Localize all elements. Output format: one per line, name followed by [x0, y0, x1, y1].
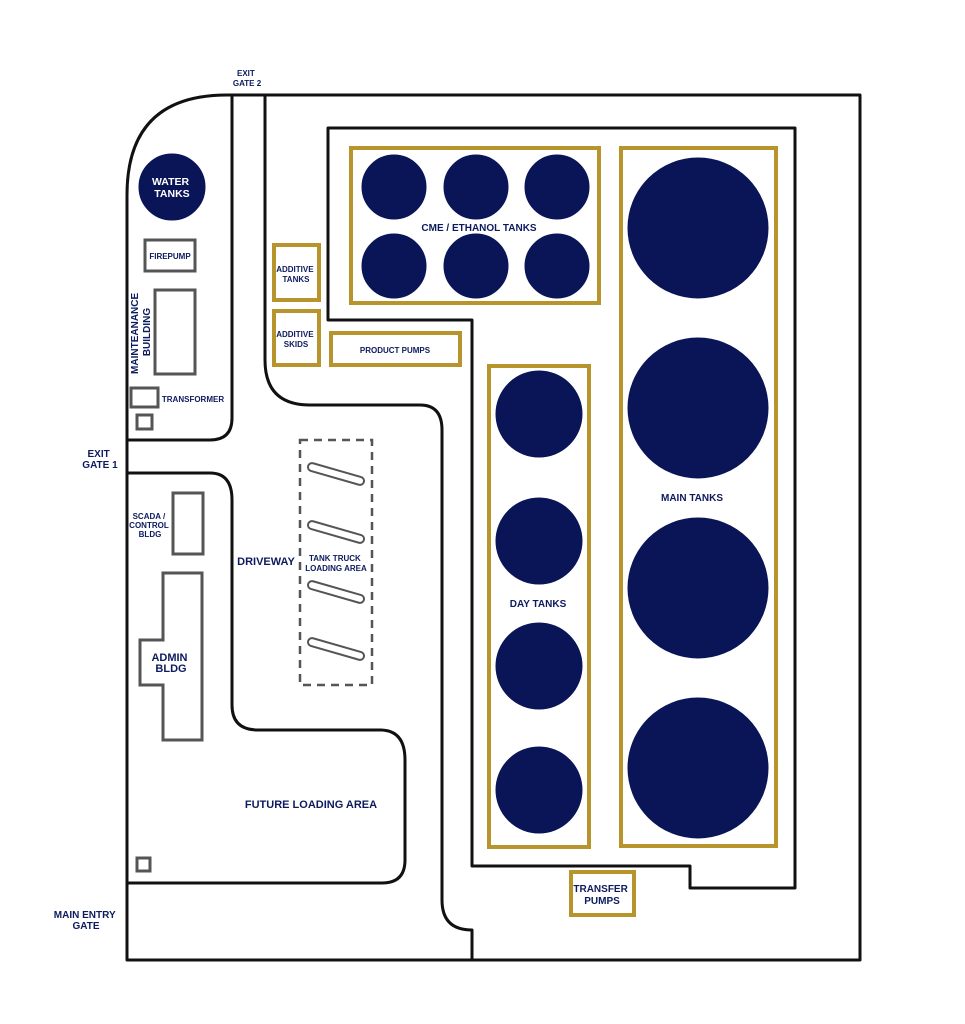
scada-control-building: [171, 491, 205, 556]
main-tank: [627, 697, 769, 839]
main-tanks: [627, 157, 769, 839]
main-entry-gate-label: MAIN ENTRY GATE: [54, 910, 118, 932]
driveway-inner-edge: [263, 95, 474, 960]
cme-ethanol-tank: [443, 154, 509, 220]
loading-bay: [306, 462, 366, 486]
day-tank: [495, 497, 583, 585]
transformer-label: TRANSFORMER: [162, 395, 224, 404]
maintenance-building: [153, 288, 197, 376]
firepump-label: FIREPUMP: [149, 252, 191, 261]
additive-tanks-label: ADDITIVE TANKS: [276, 265, 316, 284]
loading-bay: [306, 580, 366, 604]
transformer-small-box: [135, 413, 154, 431]
main-tank: [627, 517, 769, 659]
loading-bay: [306, 637, 366, 661]
cme-ethanol-tanks-label: CME / ETHANOL TANKS: [421, 223, 537, 234]
day-tank: [495, 622, 583, 710]
transfer-pumps-area: [569, 870, 636, 917]
exit-gate-2-label: EXIT GATE 2: [233, 69, 262, 88]
maintenance-building-label: MAINTEANANCE BUILDING: [130, 290, 153, 374]
main-tank: [627, 337, 769, 479]
main-tanks-label: MAIN TANKS: [661, 493, 723, 504]
loading-bays: [306, 462, 366, 661]
tank-truck-loading-area: [298, 438, 374, 687]
transfer-pumps-label: TRANSFER PUMPS: [573, 884, 630, 907]
water-tanks-label: WATER TANKS: [152, 176, 192, 200]
day-tanks: [495, 370, 583, 834]
admin-building: [138, 571, 204, 742]
entry-small-box: [135, 856, 152, 873]
admin-zone-outline: [127, 471, 407, 885]
exit-gate-1-label: EXIT GATE 1: [82, 449, 118, 471]
tank-truck-loading-area-label: TANK TRUCK LOADING AREA: [305, 554, 367, 573]
tank-farm-boundary: [326, 126, 797, 890]
water-tank: [138, 153, 206, 221]
driveway-label: DRIVEWAY: [237, 556, 295, 568]
firepump-building: [143, 238, 197, 273]
site-boundary: [125, 93, 862, 962]
additive-skids-label: ADDITIVE SKIDS: [276, 330, 316, 349]
transformer-building: [129, 386, 160, 409]
additive-tanks-area: [272, 243, 321, 302]
day-tank: [495, 370, 583, 458]
cme-ethanol-tank: [524, 154, 590, 220]
future-loading-area-label: FUTURE LOADING AREA: [245, 799, 377, 811]
maintenance-zone-outline: [127, 95, 234, 442]
product-pumps-label: PRODUCT PUMPS: [360, 346, 431, 355]
day-tank: [495, 746, 583, 834]
loading-bay: [306, 520, 366, 544]
day-tanks-label: DAY TANKS: [510, 599, 567, 610]
product-pumps-area: [329, 331, 462, 367]
scada-label: SCADA / CONTROL BLDG: [129, 512, 171, 539]
cme-ethanol-tank: [361, 154, 427, 220]
cme-ethanol-tanks: [361, 154, 590, 299]
admin-bldg-label: ADMIN BLDG: [151, 652, 190, 675]
cme-ethanol-tank: [443, 233, 509, 299]
additive-skids-area: [272, 309, 321, 367]
cme-ethanol-tank: [524, 233, 590, 299]
main-tank: [627, 157, 769, 299]
cme-ethanol-tank: [361, 233, 427, 299]
